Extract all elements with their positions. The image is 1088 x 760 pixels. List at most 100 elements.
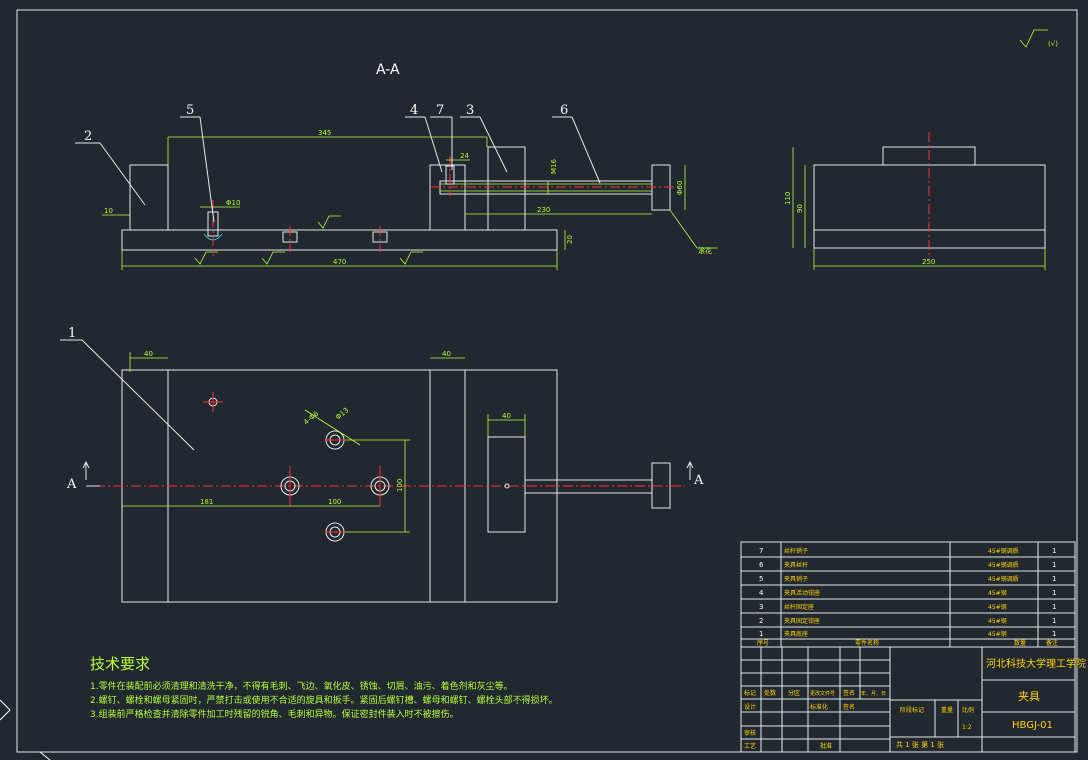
dim-100b: 100	[396, 479, 404, 492]
dim-phi60: Φ60	[676, 181, 684, 195]
bom-qty-1: 1	[1052, 630, 1056, 638]
part-label-6: 6	[560, 103, 568, 118]
dim-phi13: Φ13	[334, 406, 350, 421]
section-marker-left-label: A	[66, 477, 77, 492]
bom-mat-1: 45#钢	[988, 630, 1007, 638]
section-marker-right-label: A	[693, 473, 704, 488]
bom-qty-3: 1	[1052, 603, 1056, 611]
dim-90: 90	[796, 204, 804, 213]
part-label-5: 5	[186, 103, 194, 118]
bom-name-1: 夹具底座	[784, 630, 808, 638]
tech-item-3: 3.组装前严格检查并清除零件加工时残留的锐角、毛刺和异物。保证密封件装入时不被擦…	[90, 708, 459, 720]
tb-label-review: 审核	[744, 729, 756, 737]
part-label-1: 1	[68, 326, 76, 341]
bom-qty-5: 1	[1052, 575, 1056, 583]
dim-10: 10	[104, 207, 113, 215]
tb-label-count: 处数	[764, 689, 776, 697]
dim-40a: 40	[144, 350, 153, 358]
tb-sheet: 共 1 张 第 1 张	[896, 740, 944, 749]
knurl-note: 滚花	[698, 246, 712, 255]
bom-mat-2: 45#钢	[988, 617, 1007, 625]
bom-name-4: 夹具活动钳座	[784, 589, 820, 597]
title-block: 标记 处数 分区 更改文件号 签名 年、月、日 设计 标准化 签名 审核 工艺 …	[740, 646, 1086, 753]
section-marker-right: A	[686, 460, 704, 488]
bom-name-7: 丝杆销子	[784, 547, 808, 555]
bom-mat-6: 45#钢调质	[988, 561, 1019, 569]
part-labels: 2 5 4 7 3 6 1	[60, 103, 601, 451]
bom-no-2: 2	[759, 617, 763, 625]
dim-20: 20	[566, 235, 574, 244]
dim-250: 250	[922, 258, 935, 266]
section-title: A-A	[376, 62, 400, 78]
section-dimensions: 345 470 230 10 20 24 M16 Φ60 Φ10 滚花	[102, 129, 718, 270]
bom-mat-3: 45#钢	[988, 603, 1007, 611]
dim-345: 345	[318, 129, 331, 137]
bom-mat-7: 45#钢调质	[988, 547, 1019, 555]
tb-label-change: 更改文件号	[810, 690, 835, 697]
bom-name-3: 丝杆固定座	[784, 603, 814, 611]
dim-181: 181	[200, 498, 213, 506]
tb-school: 河北科技大学理工学院	[986, 657, 1086, 670]
tb-label-signature: 签名	[843, 703, 855, 711]
bom-no-6: 6	[759, 561, 764, 569]
tech-item-2: 2.螺钉、螺栓和螺母紧固时，严禁打击或使用不合适的旋具和扳手。紧固后螺钉槽、螺母…	[90, 694, 558, 706]
roughness-note: (√)	[1048, 40, 1058, 48]
bom-header-qty: 数量	[1014, 639, 1026, 647]
tb-label-stage: 阶段标记	[900, 706, 924, 714]
dim-m16: M16	[550, 159, 558, 174]
tb-label-ratio: 比例	[962, 706, 974, 714]
bom-mat-4: 45#钢	[988, 589, 1007, 597]
roughness-symbol: (√)	[1019, 29, 1058, 48]
bom-name-5: 夹具销子	[784, 575, 808, 583]
knurled-handle-top	[651, 462, 671, 509]
bom-name-6: 夹具丝杆	[784, 561, 808, 569]
dim-phi10: Φ10	[226, 199, 240, 207]
screw-support	[487, 146, 526, 231]
bom-qty-7: 1	[1052, 547, 1056, 555]
dim-110: 110	[784, 192, 792, 205]
side-view: 110 90 250	[784, 132, 1046, 270]
tb-label-weight: 重量	[941, 706, 953, 714]
tech-heading: 技术要求	[90, 655, 150, 673]
base-plate	[121, 229, 558, 251]
dim-24: 24	[460, 152, 469, 160]
dim-230: 230	[537, 206, 550, 214]
tb-label-zone: 分区	[788, 689, 800, 697]
part-label-7: 7	[436, 103, 444, 118]
tb-drawing-name: 夹具	[1018, 690, 1040, 703]
bom-header-note: 备注	[1046, 639, 1058, 647]
tb-label-mark: 标记	[744, 689, 756, 697]
bom-no-3: 3	[759, 603, 763, 611]
tb-label-date: 年、月、日	[861, 690, 886, 697]
bom-no-7: 7	[759, 547, 763, 555]
tb-drawing-no: HBGJ-01	[1012, 720, 1053, 731]
tb-label-sign: 签名	[843, 689, 855, 697]
tb-scale: 1:2	[962, 724, 972, 731]
tb-label-approve: 批准	[820, 742, 832, 750]
bom-header-no: 序号	[757, 639, 769, 647]
movable-jaw	[429, 164, 466, 231]
tech-requirements: 技术要求 1.零件在装配前必须清理和清洗干净，不得有毛刺、飞边、氧化皮、锈蚀、切…	[90, 655, 558, 720]
fixed-jaw	[129, 164, 169, 231]
drawing-border	[16, 9, 1078, 753]
bom-no-4: 4	[759, 589, 764, 597]
section-marker-left: A	[66, 460, 100, 492]
part-label-3: 3	[466, 103, 474, 118]
tb-label-process: 工艺	[744, 742, 756, 750]
bom-qty-4: 1	[1052, 589, 1056, 597]
ucs-icon	[0, 699, 51, 760]
tech-item-1: 1.零件在装配前必须清理和清洗干净，不得有毛刺、飞边、氧化皮、锈蚀、切屑、油污、…	[90, 680, 513, 692]
bom-qty-6: 1	[1052, 561, 1056, 569]
part-label-4: 4	[410, 103, 418, 118]
dim-470: 470	[333, 258, 346, 266]
bom-no-1: 1	[759, 630, 763, 638]
tb-label-design: 设计	[744, 703, 756, 711]
bom-no-5: 5	[759, 575, 763, 583]
bom-mat-5: 45#钢调质	[988, 575, 1019, 583]
dim-40b: 40	[442, 350, 451, 358]
bom-name-2: 夹具固定钳座	[784, 617, 820, 625]
tb-label-std: 标准化	[810, 703, 828, 711]
bom-table: 7 丝杆销子 45#钢调质 1 6 夹具丝杆 45#钢调质 1 5 夹具销子 4…	[740, 541, 1076, 648]
dim-100a: 100	[328, 498, 341, 506]
